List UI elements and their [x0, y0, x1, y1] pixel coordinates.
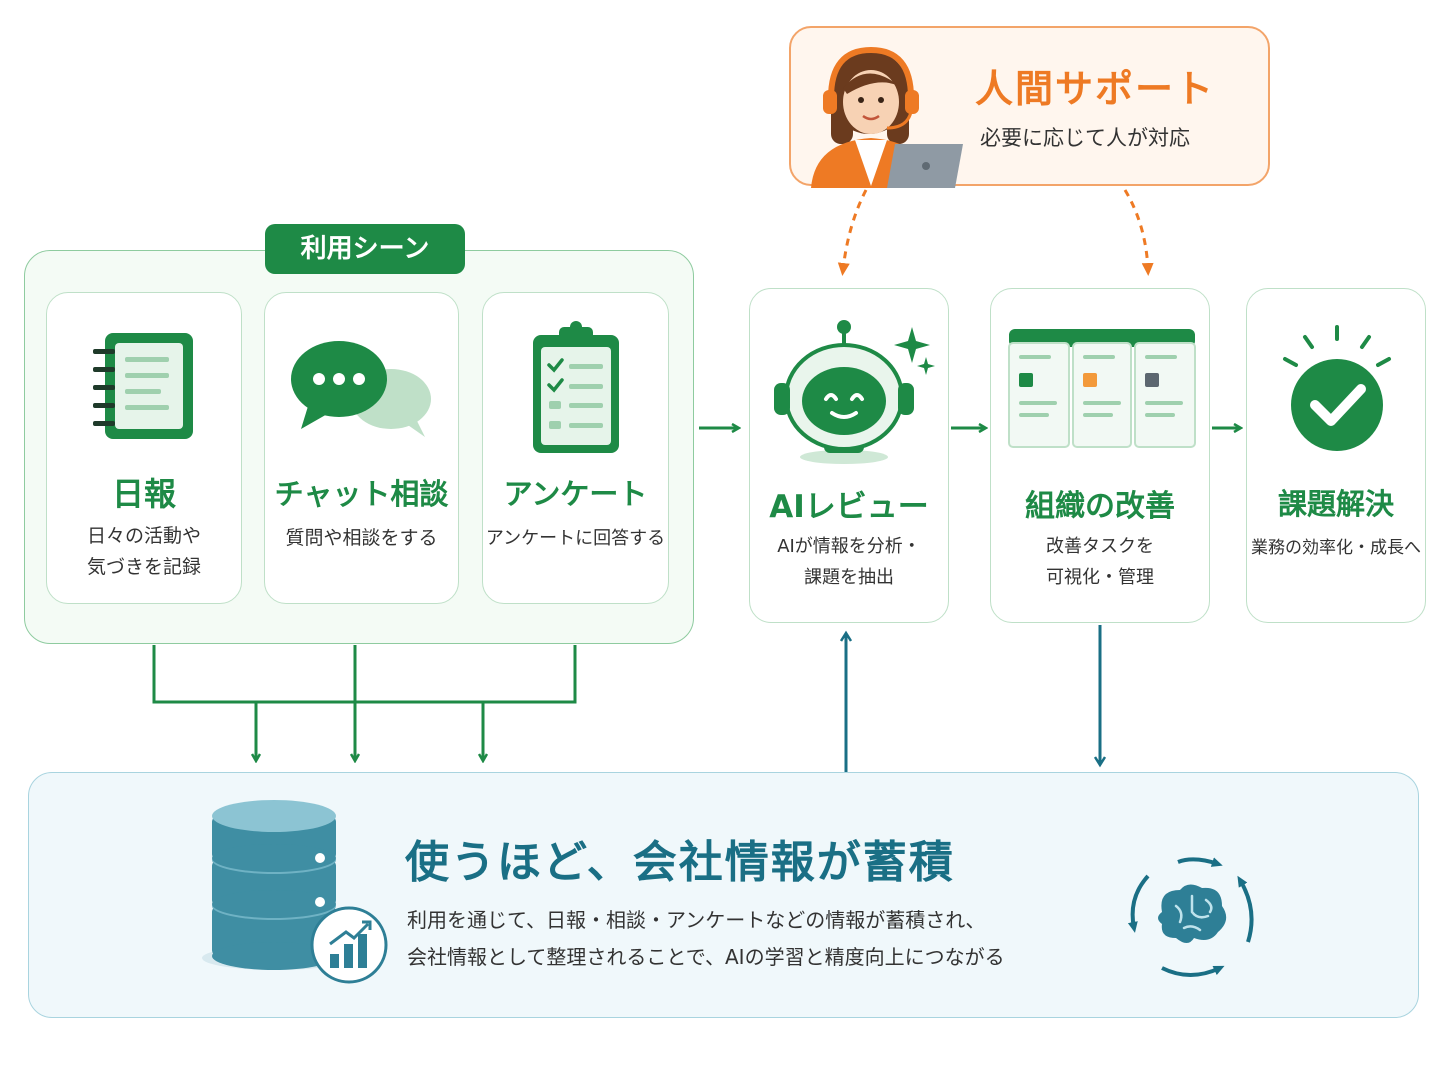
human-support-description: 必要に応じて人が対応	[980, 126, 1190, 150]
flow-title-ai-review: AIレビュー	[769, 489, 929, 525]
scene-card-survey: アンケート アンケートに回答する	[482, 292, 669, 604]
accumulation-title: 使うほど、会社情報が蓄積	[405, 837, 955, 888]
clipboard-checklist-icon	[533, 321, 619, 453]
scene-title-survey: アンケート	[503, 477, 648, 511]
checkmark-badge-icon	[1283, 325, 1391, 451]
flow-desc-org-improvement: 改善タスクを 可視化・管理	[1046, 536, 1154, 588]
scene-card-daily-report: 日報 日々の活動や 気づきを記録	[46, 292, 242, 604]
notebook-icon	[93, 333, 193, 439]
chat-bubbles-icon	[291, 341, 431, 437]
flow-desc-problem-solved: 業務の効率化・成長へ	[1251, 538, 1421, 558]
flow-card-org-improvement: 組織の改善 改善タスクを 可視化・管理	[990, 288, 1210, 623]
database-icon	[202, 800, 350, 970]
kanban-board-icon	[1008, 329, 1196, 448]
flow-card-ai-review: AIレビュー AIが情報を分析・ 課題を抽出	[749, 288, 949, 623]
scene-desc-chat: 質問や相談をする	[285, 527, 438, 549]
flow-title-org-improvement: 組織の改善	[1025, 489, 1175, 524]
robot-icon	[774, 320, 935, 464]
scene-desc-survey: アンケートに回答する	[485, 528, 666, 549]
human-support-title: 人間サポート	[975, 67, 1216, 111]
support-agent-icon	[811, 46, 963, 188]
flow-card-problem-solved: 課題解決 業務の効率化・成長へ	[1246, 288, 1426, 623]
scene-title-chat: チャット相談	[274, 477, 449, 511]
human-support-arrows	[837, 189, 1154, 276]
scene-to-storage-connectors	[152, 645, 577, 760]
scene-title-daily-report: 日報	[111, 475, 176, 513]
human-support-panel	[789, 26, 1270, 188]
usage-scenes-tag: 利用シーン	[265, 224, 465, 274]
growth-chart-icon	[310, 906, 388, 984]
accumulation-description: 利用を通じて、日報・相談・アンケートなどの情報が蓄積され、 会社情報として整理さ…	[407, 908, 1005, 969]
scene-card-chat: チャット相談 質問や相談をする	[264, 292, 459, 604]
scene-desc-daily-report: 日々の活動や 気づきを記録	[86, 525, 201, 578]
flow-desc-ai-review: AIが情報を分析・ 課題を抽出	[777, 536, 921, 588]
flow-title-problem-solved: 課題解決	[1277, 487, 1394, 521]
brain-cycle-icon	[1127, 857, 1254, 977]
